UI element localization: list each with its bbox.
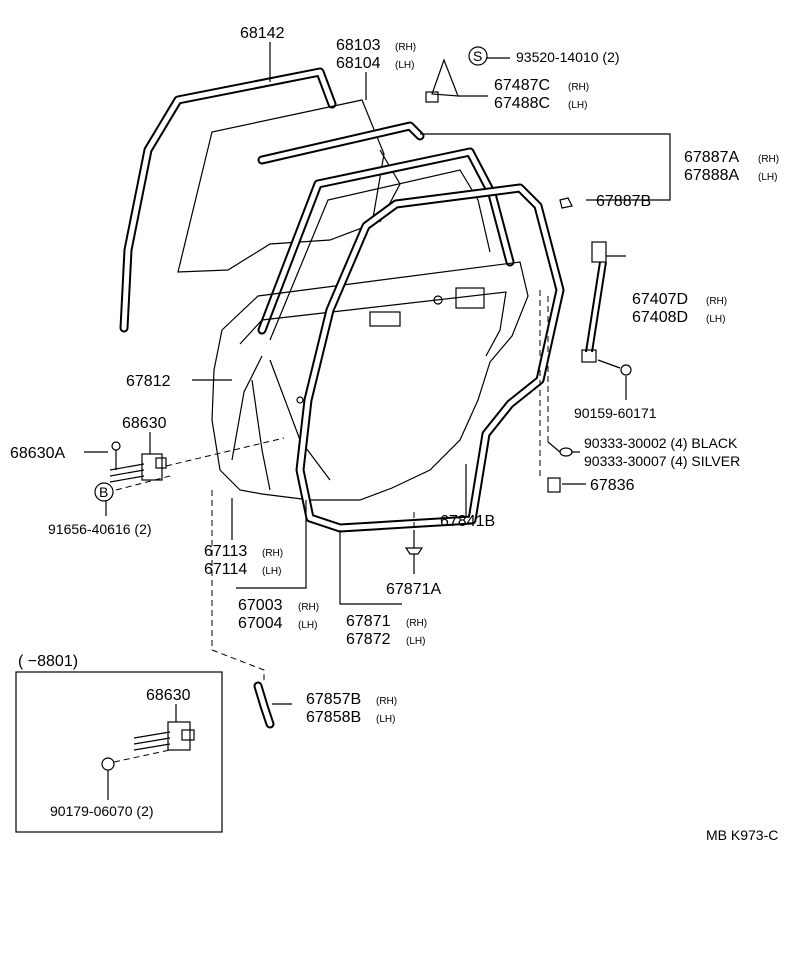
label-67488c: 67488C <box>494 95 550 112</box>
leader-67871 <box>339 530 402 605</box>
door-frame <box>257 147 515 341</box>
run-channel-68142 <box>119 67 337 333</box>
symbol-b: B <box>99 484 108 500</box>
label-67408d: 67408D <box>632 309 688 326</box>
label-90333-silver: 90333-30007 (4) SILVER <box>584 453 740 469</box>
leader-67887a <box>420 133 671 201</box>
circled-b-symbol <box>94 482 114 502</box>
label-67857b-side: (RH) <box>376 696 397 707</box>
bolt-90159 <box>597 359 632 376</box>
leader-dashed-67857b <box>211 490 265 684</box>
label-67408d-side: (LH) <box>706 314 725 325</box>
label-68630-inset: 68630 <box>146 687 191 704</box>
label-67487c: 67487C <box>494 77 550 94</box>
label-67872: 67872 <box>346 631 391 648</box>
label-68103-side: (RH) <box>395 42 416 53</box>
label-68630: 68630 <box>122 415 167 432</box>
label-67871a: 67871A <box>386 581 441 598</box>
label-67888a: 67888A <box>684 167 739 184</box>
label-67113-side: (RH) <box>262 548 283 559</box>
screw-90333 <box>559 447 573 457</box>
quarter-glass-seal-67487c <box>425 58 459 103</box>
inset-hinge <box>133 721 195 751</box>
inset-nut-90179 <box>101 749 171 771</box>
label-93520: 93520-14010 (2) <box>516 49 620 65</box>
bolt-68630a <box>111 441 121 470</box>
hinge-68630 <box>109 453 167 483</box>
label-67887b: 67887B <box>596 193 651 210</box>
label-67836: 67836 <box>590 477 635 494</box>
stopper-67871a <box>404 530 424 555</box>
diagram-code: MB K973-C <box>706 827 778 843</box>
label-90179: 90179-06070 (2) <box>50 803 154 819</box>
weatherstrip-67841b <box>295 183 565 533</box>
label-90159: 90159-60171 <box>574 405 657 421</box>
label-67407d-side: (RH) <box>706 296 727 307</box>
label-67858b: 67858B <box>306 709 361 726</box>
window-regulator-67407d <box>581 241 607 363</box>
label-68142: 68142 <box>240 25 285 42</box>
label-67887a-side: (RH) <box>758 154 779 165</box>
label-67003-side: (RH) <box>298 602 319 613</box>
screw-90333-shaft <box>547 441 561 453</box>
label-67857b: 67857B <box>306 691 361 708</box>
label-67871: 67871 <box>346 613 391 630</box>
leader-dashed-hinge <box>165 437 285 467</box>
hose-67857b <box>253 681 275 729</box>
label-67114: 67114 <box>204 561 247 578</box>
circled-s-symbol <box>468 46 488 66</box>
label-67888a-side: (LH) <box>758 172 777 183</box>
clip-67887b <box>559 197 573 209</box>
label-67003: 67003 <box>238 597 283 614</box>
label-67113: 67113 <box>204 543 247 560</box>
symbol-s: S <box>473 48 482 64</box>
label-67812: 67812 <box>126 373 171 390</box>
inset-box <box>15 671 223 833</box>
label-67488c-side: (LH) <box>568 100 587 111</box>
label-67407d: 67407D <box>632 291 688 308</box>
label-91656: 91656-40616 (2) <box>48 521 152 537</box>
leader-67003 <box>236 500 307 589</box>
label-67004: 67004 <box>238 615 283 632</box>
label-67858b-side: (LH) <box>376 714 395 725</box>
label-67841b: 67841B <box>440 513 495 530</box>
label-67871-side: (RH) <box>406 618 427 629</box>
label-67872-side: (LH) <box>406 636 425 647</box>
label-67004-side: (LH) <box>298 620 317 631</box>
label-90333-black: 90333-30002 (4) BLACK <box>584 435 738 451</box>
label-inset-range: ( −8801) <box>18 653 78 670</box>
label-68104: 68104 <box>336 55 381 72</box>
weatherstrip-67887a <box>257 121 425 165</box>
label-67114-side: (LH) <box>262 566 281 577</box>
clip-67836 <box>547 477 561 493</box>
label-68630a: 68630A <box>10 445 65 462</box>
label-67487c-side: (RH) <box>568 82 589 93</box>
label-68103: 68103 <box>336 37 381 54</box>
label-68104-side: (LH) <box>395 60 414 71</box>
label-67887a: 67887A <box>684 149 739 166</box>
